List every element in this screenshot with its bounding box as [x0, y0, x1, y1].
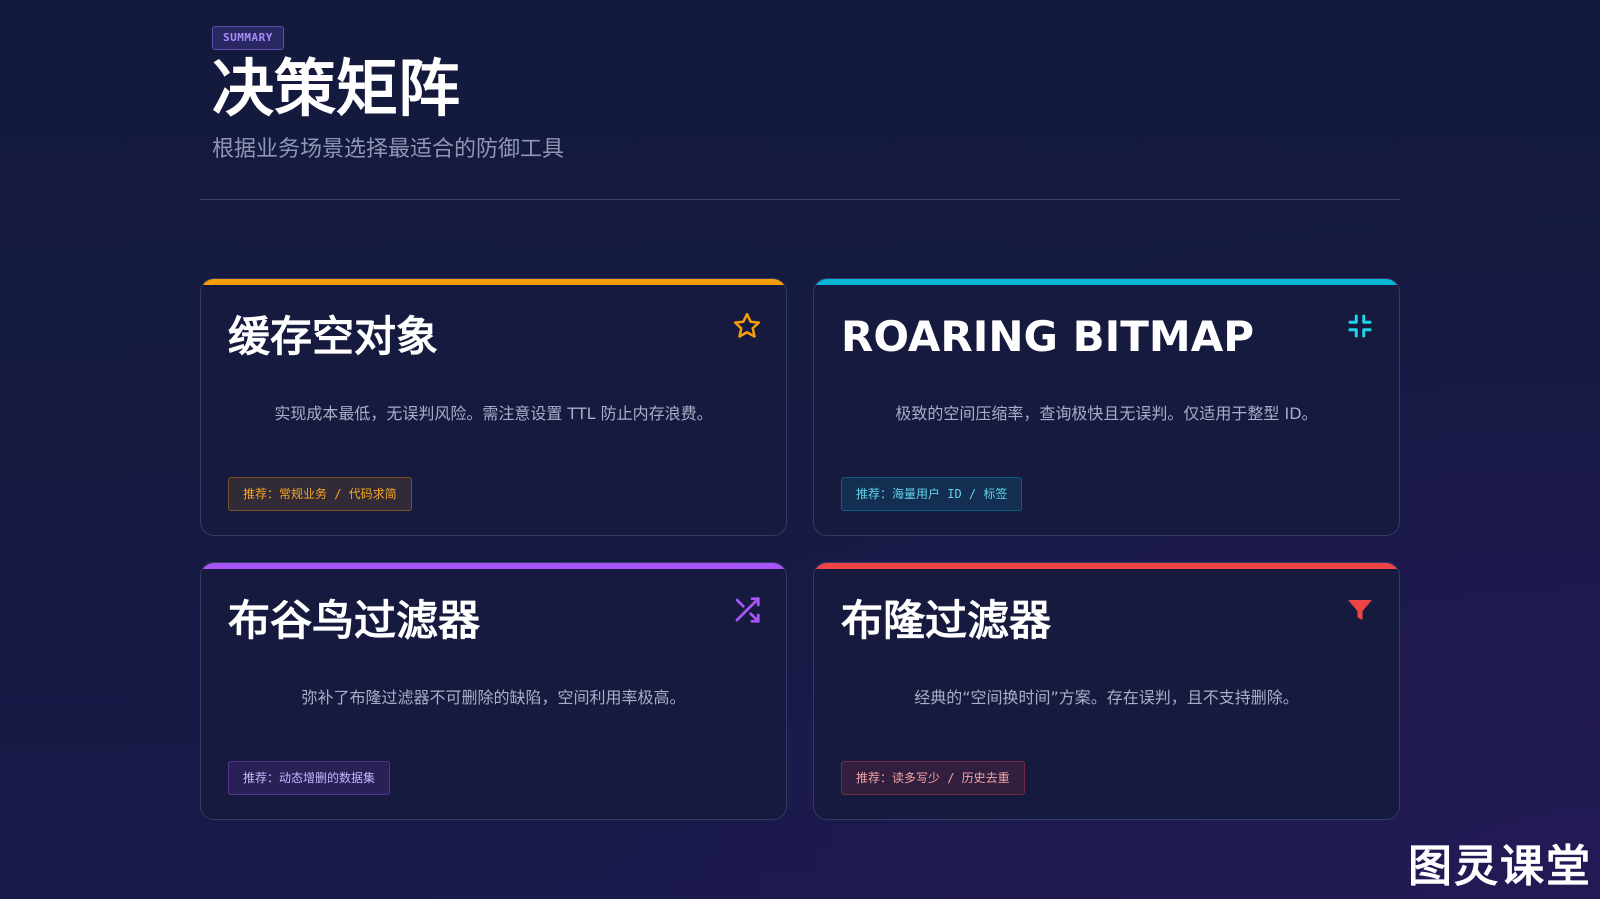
- card-cuckoo-filter: 布谷鸟过滤器 弥补了布隆过滤器不可删除的缺陷，空间利用率极高。 推荐：动态增删的…: [200, 562, 787, 820]
- page-subtitle: 根据业务场景选择最适合的防御工具: [212, 137, 565, 162]
- page-header: SUMMARY 决策矩阵 根据业务场景选择最适合的防御工具: [212, 26, 564, 164]
- watermark: 图灵课堂: [1408, 841, 1592, 892]
- card-accent-bar: [201, 279, 786, 285]
- star-icon: [732, 311, 762, 341]
- card-recommendation-tag: 推荐：海量用户 ID / 标签: [841, 477, 1023, 511]
- summary-badge: SUMMARY: [212, 26, 284, 50]
- card-accent-bar: [814, 279, 1399, 285]
- card-accent-bar: [201, 563, 786, 569]
- card-bloom-filter: 布隆过滤器 经典的“空间换时间”方案。存在误判，且不支持删除。 推荐：读多写少 …: [813, 562, 1400, 820]
- card-title: ROARING BITMAP: [841, 312, 1255, 361]
- compress-icon: [1345, 311, 1375, 341]
- card-description: 经典的“空间换时间”方案。存在误判，且不支持删除。: [914, 688, 1299, 707]
- card-cache-null-object: 缓存空对象 实现成本最低，无误判风险。需注意设置 TTL 防止内存浪费。 推荐：…: [200, 278, 787, 536]
- card-description: 极致的空间压缩率，查询极快且无误判。仅适用于整型 ID。: [895, 404, 1318, 423]
- card-recommendation-tag: 推荐：读多写少 / 历史去重: [841, 761, 1025, 795]
- card-title: 缓存空对象: [228, 312, 439, 361]
- card-roaring-bitmap: ROARING BITMAP 极致的空间压缩率，查询极快且无误判。仅适用于整型 …: [813, 278, 1400, 536]
- card-title: 布隆过滤器: [841, 596, 1052, 645]
- header-divider: [200, 199, 1400, 200]
- page-title: 决策矩阵: [212, 52, 461, 125]
- card-accent-bar: [814, 563, 1399, 569]
- card-recommendation-tag: 推荐：常规业务 / 代码求简: [228, 477, 412, 511]
- card-description: 弥补了布隆过滤器不可删除的缺陷，空间利用率极高。: [301, 688, 686, 707]
- card-description: 实现成本最低，无误判风险。需注意设置 TTL 防止内存浪费。: [274, 404, 713, 423]
- filter-icon: [1345, 595, 1375, 625]
- card-title: 布谷鸟过滤器: [228, 596, 481, 645]
- shuffle-icon: [732, 595, 762, 625]
- card-recommendation-tag: 推荐：动态增删的数据集: [228, 761, 391, 795]
